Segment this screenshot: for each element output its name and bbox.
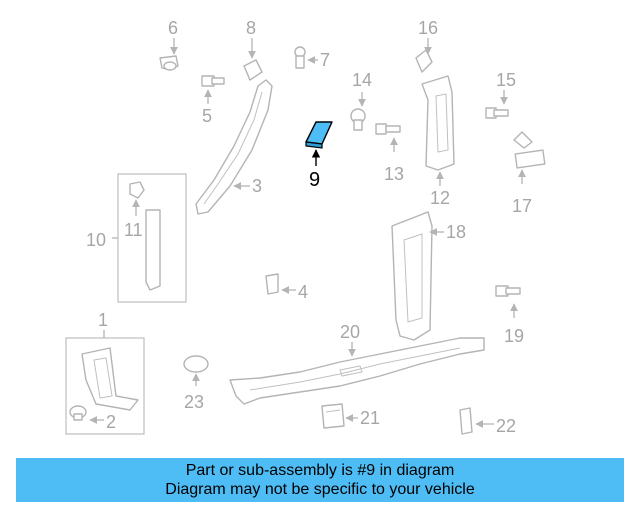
- callout-8: 8: [246, 18, 256, 38]
- banner-line-2: Diagram may not be specific to your vehi…: [165, 481, 475, 498]
- part-15-bolt[interactable]: 15: [485, 70, 516, 119]
- part-23-clip[interactable]: 23: [183, 355, 209, 412]
- part-14-screw[interactable]: 14: [350, 70, 372, 131]
- part-18-lower-trim[interactable]: 18: [391, 211, 466, 341]
- banner-line-1: Part or sub-assembly is #9 in diagram: [185, 462, 455, 479]
- callout-15: 15: [496, 70, 516, 90]
- callout-14: 14: [352, 70, 372, 90]
- part-12-pillar-trim[interactable]: 12: [421, 75, 455, 208]
- callout-16: 16: [418, 18, 438, 38]
- part-13-bolt[interactable]: 13: [375, 123, 404, 184]
- part-11[interactable]: 11: [124, 199, 143, 240]
- callout-17: 17: [512, 196, 532, 216]
- callout-10: 10: [86, 230, 106, 250]
- callout-18: 18: [446, 222, 466, 242]
- callout-23: 23: [184, 392, 204, 412]
- callout-12: 12: [430, 188, 450, 208]
- part-6-clip[interactable]: 6: [159, 18, 179, 71]
- callout-3: 3: [252, 176, 262, 196]
- part-21-clip[interactable]: 21: [321, 403, 380, 429]
- part-8-clip[interactable]: 8: [243, 18, 263, 81]
- part-1-group[interactable]: 1: [65, 310, 145, 435]
- part-10-group[interactable]: 10: [86, 173, 187, 303]
- info-banner: Part or sub-assembly is #9 in diagram Di…: [16, 458, 624, 502]
- part-5-bolt[interactable]: 5: [201, 75, 225, 126]
- callout-13: 13: [384, 164, 404, 184]
- callout-11: 11: [124, 220, 143, 240]
- part-17-label[interactable]: 17: [512, 131, 546, 216]
- part-7-screw[interactable]: 7: [294, 46, 330, 70]
- callout-7: 7: [320, 50, 330, 70]
- part-19-bolt[interactable]: 19: [495, 285, 524, 346]
- callout-2: 2: [106, 412, 116, 432]
- part-20-sill-trim[interactable]: 20: [229, 322, 485, 405]
- callout-9: 9: [309, 169, 320, 191]
- callout-22: 22: [496, 416, 516, 436]
- callout-21: 21: [360, 408, 380, 428]
- part-22-clip[interactable]: 22: [459, 407, 516, 436]
- part-9-highlighted[interactable]: 9: [305, 121, 333, 191]
- part-4-clip[interactable]: 4: [265, 273, 308, 302]
- callout-1: 1: [98, 310, 108, 330]
- callout-19: 19: [504, 326, 524, 346]
- callout-6: 6: [168, 18, 178, 38]
- callout-20: 20: [340, 322, 360, 342]
- part-2-clip[interactable]: 2: [69, 405, 116, 432]
- part-3-pillar-trim[interactable]: 3: [195, 79, 273, 215]
- callout-4: 4: [298, 282, 308, 302]
- part-16-clip[interactable]: 16: [415, 18, 438, 73]
- callout-5: 5: [202, 106, 212, 126]
